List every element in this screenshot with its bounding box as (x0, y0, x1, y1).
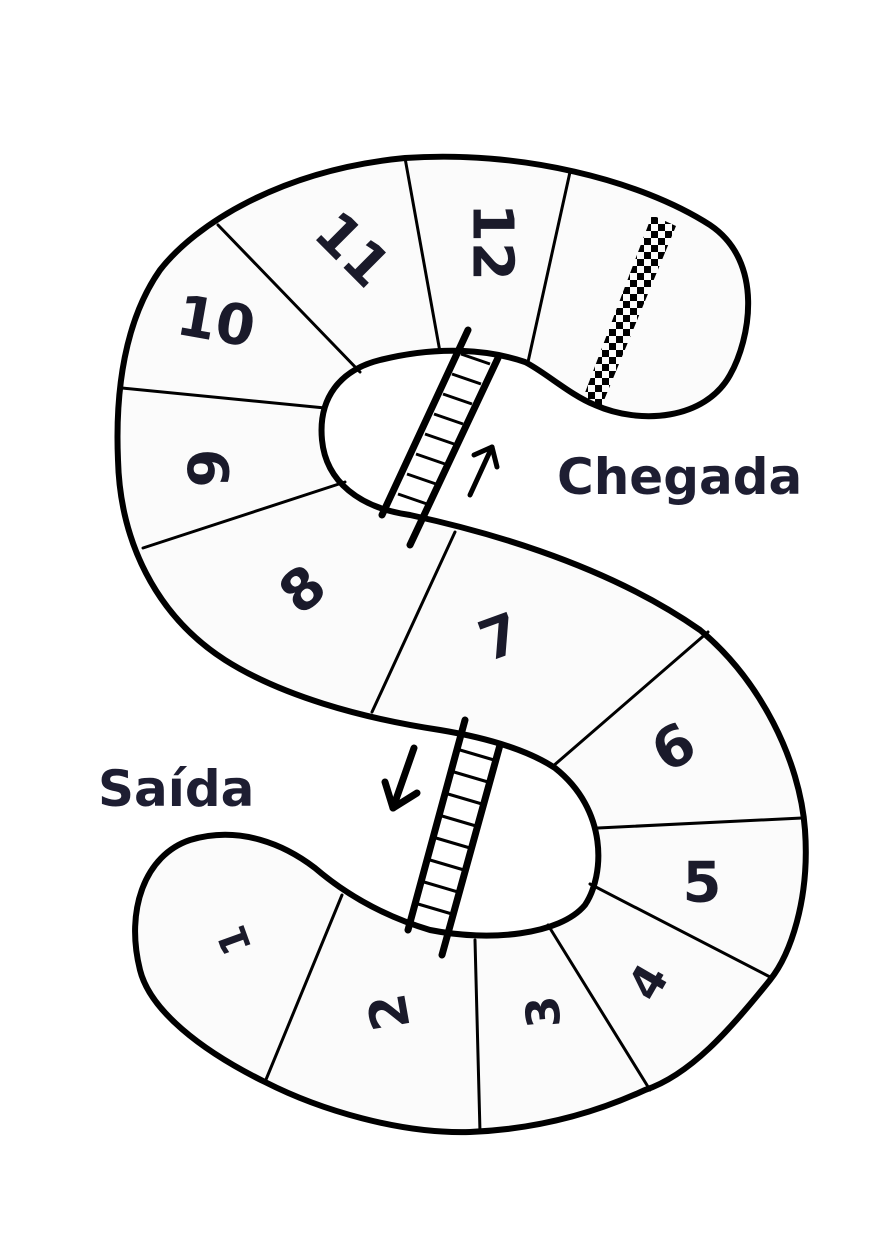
cell-10-number: 10 (172, 283, 260, 361)
finish-line-icon (583, 215, 676, 410)
cell-12-number: 12 (460, 203, 525, 281)
ladder-icon (378, 326, 502, 549)
finish-label: Chegada (557, 448, 802, 506)
arrow-down-icon (381, 744, 421, 812)
arrow-up-icon (467, 444, 500, 498)
cell-dividers (120, 156, 804, 1134)
ladder-icon (404, 716, 504, 959)
cell-3-number: 3 (515, 994, 572, 1031)
cell-5-number: 5 (683, 851, 722, 916)
cell-9-number: 9 (178, 449, 243, 488)
track-outline (114, 153, 809, 1136)
start-label: Saída (98, 760, 254, 818)
